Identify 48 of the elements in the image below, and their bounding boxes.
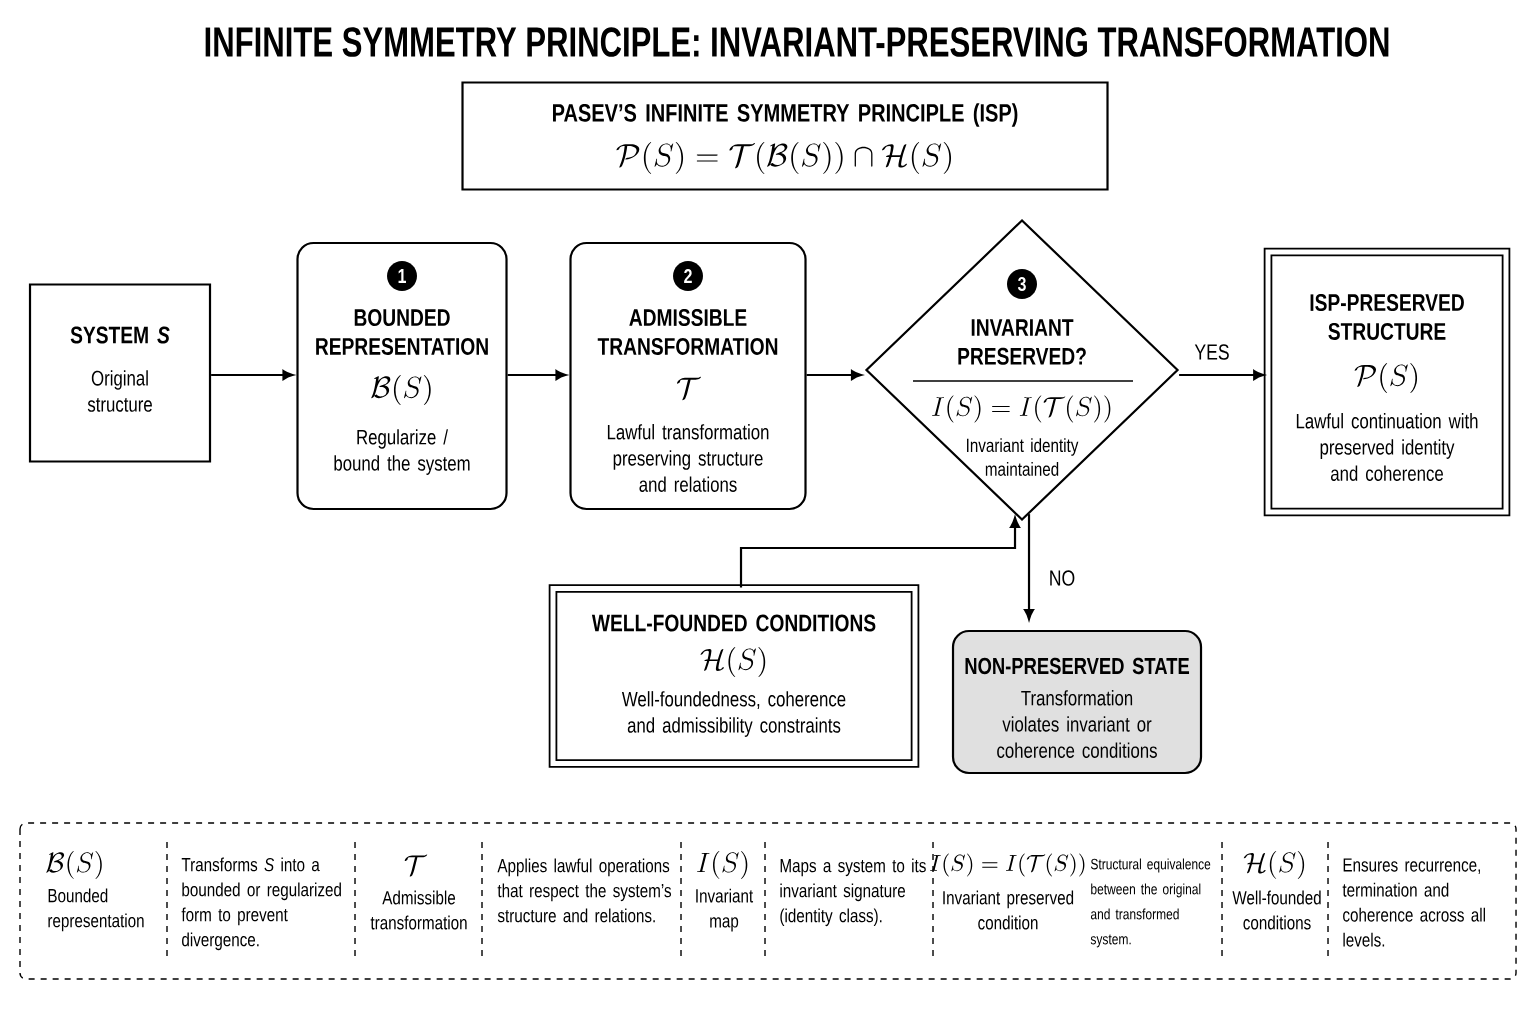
arrow: [806, 369, 862, 381]
box-description: Regularize / bound the system: [334, 429, 470, 475]
symbol: $\mathcal{H}(S)$: [1243, 851, 1305, 880]
box-heading: ADMISSIBLE TRANSFORMATION: [597, 309, 778, 355]
edge-label: NO: [1046, 568, 1078, 588]
symbol: $I(S) = I(\mathcal{T}(S))$: [930, 853, 1085, 877]
definition-text: Structural equivalence between the original and transformed system.: [1090, 858, 1211, 948]
term-label: Admissible transformation: [370, 890, 467, 930]
box-heading: ISP-PRESERVED STRUCTURE: [1310, 294, 1464, 340]
box-heading: PASEV’S INFINITE SYMMETRY PRINCIPLE (ISP): [553, 103, 1018, 127]
definition-text: Transforms S into a bounded or regularized form to prevent divergence.: [181, 857, 341, 951]
formula: $\mathcal{B}(S)$: [371, 375, 431, 406]
formula: $\mathcal{T}$: [677, 376, 702, 401]
step-number: 1: [387, 261, 417, 291]
title: INFINITE SYMMETRY PRINCIPLE: INVARIANT-PRESERVING TRANSFORMATION: [205, 27, 1389, 57]
arrow: [507, 369, 567, 381]
step-number: 3: [1007, 269, 1037, 299]
formula: $I(S) = I(\mathcal{T}(S))$: [932, 395, 1111, 423]
box-description: Lawful transformation preserving structure and relations: [607, 424, 769, 492]
arrow: [211, 369, 294, 381]
arrow: [1023, 514, 1035, 620]
formula: $\mathcal{H}(S)$: [700, 647, 766, 678]
step-number: 2: [673, 261, 703, 291]
box-heading: WELL-FOUNDED CONDITIONS: [591, 614, 876, 632]
box-heading: BOUNDED REPRESENTATION: [316, 309, 488, 355]
box-heading: SYSTEM S: [70, 326, 170, 344]
term-label: Bounded representation: [48, 888, 144, 932]
term-label: Invariant preserved condition: [943, 890, 1074, 930]
box-description: Original structure: [87, 370, 152, 412]
edge-label: YES: [1192, 342, 1232, 362]
box-heading: NON-PRESERVED STATE: [965, 657, 1190, 675]
arrow: [1179, 369, 1265, 381]
formula: $\mathcal{P}(S)$: [1354, 363, 1418, 394]
symbol: $\mathcal{B}(S)$: [46, 851, 102, 880]
definition-text: Maps a system to its invariant signature (identity class).: [780, 858, 926, 927]
box-description: Invariant identity maintained: [967, 438, 1079, 476]
formula: $\mathcal{P}(S) = \mathcal{T}(\mathcal{B}(S)) \cap \mathcal{H}(S)$: [616, 142, 952, 175]
box-heading: INVARIANT PRESERVED?: [958, 319, 1086, 365]
symbol: $I(S)$: [697, 851, 748, 880]
definition-text: Applies lawful operations that respect the system’s structure and relations.: [497, 858, 672, 923]
definition-text: Ensures recurrence, termination and coherence across all levels.: [1342, 858, 1485, 947]
box-description: Transformation violates invariant or coherence conditions: [997, 690, 1157, 758]
arrow: [739, 517, 1021, 588]
term-label: Invariant map: [696, 888, 754, 932]
term-label: Well-founded conditions: [1232, 890, 1321, 930]
box-description: Lawful continuation with preserved identity and coherence: [1296, 413, 1478, 481]
symbol: $\mathcal{T}$: [404, 854, 428, 877]
box-description: Well-foundedness, coherence and admissibility constraints: [621, 691, 846, 737]
